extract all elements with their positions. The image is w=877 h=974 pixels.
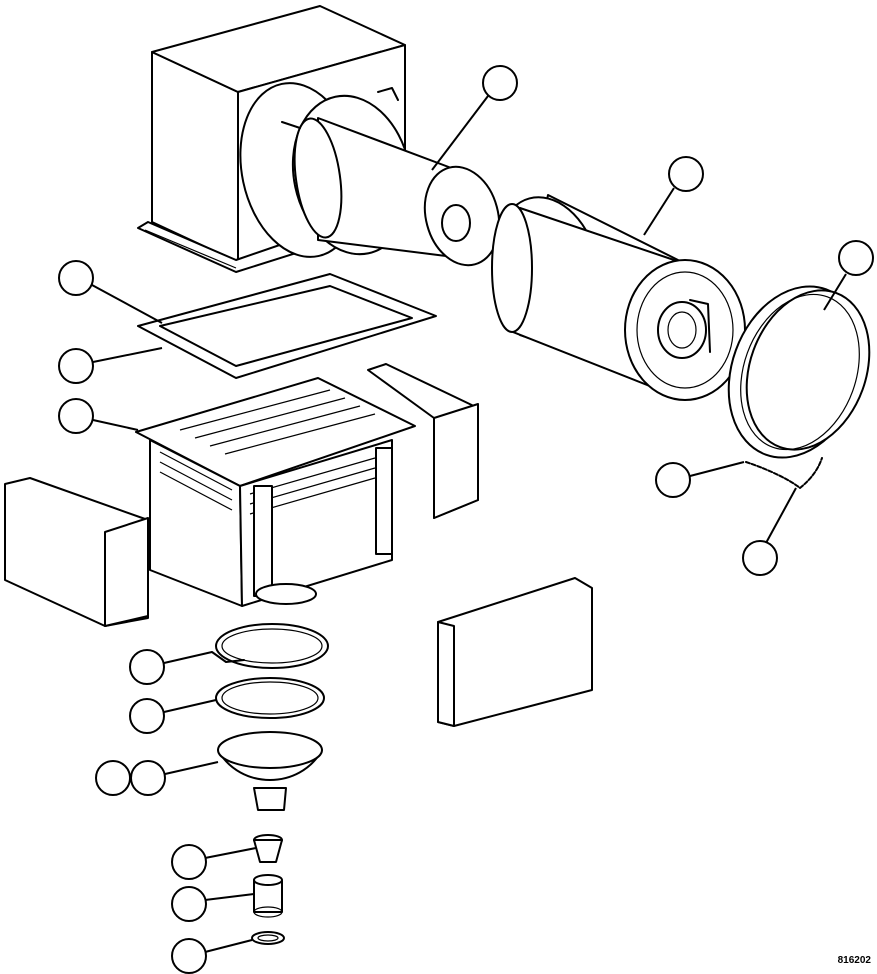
top-gasket — [137, 273, 437, 379]
precleaner-body — [135, 377, 416, 607]
o-ring — [215, 677, 325, 719]
callout-clamp — [129, 649, 213, 685]
callout-cap-chain-a — [655, 461, 745, 498]
ring-clamp — [251, 931, 285, 945]
sleeve — [253, 874, 283, 918]
outer-filter-element — [491, 194, 746, 401]
callout-valve — [171, 844, 257, 880]
end-cap — [727, 285, 871, 489]
callout-o-ring — [129, 698, 217, 734]
callout-ring-clamp — [171, 938, 253, 974]
callout-dust-cup-a — [95, 760, 131, 796]
air-cleaner-housing — [137, 5, 501, 273]
callout-gasket-top — [58, 260, 163, 324]
callout-gasket-bottom — [58, 347, 163, 384]
figure-id-label: 816202 — [837, 955, 871, 966]
right-side-panel — [367, 363, 479, 519]
dust-cup — [217, 731, 323, 811]
callout-inner-filter — [431, 65, 518, 171]
callout-outer-filter — [643, 156, 704, 236]
callout-end-cap — [823, 240, 874, 311]
clamp — [211, 623, 329, 669]
left-side-panel — [4, 477, 149, 627]
callout-precleaner-body — [58, 398, 139, 434]
callout-cap-chain-b — [742, 487, 797, 576]
valve — [253, 834, 283, 863]
bottom-side-panel — [437, 577, 593, 727]
callout-dust-cup-b — [130, 760, 219, 796]
callout-sleeve — [171, 886, 255, 922]
